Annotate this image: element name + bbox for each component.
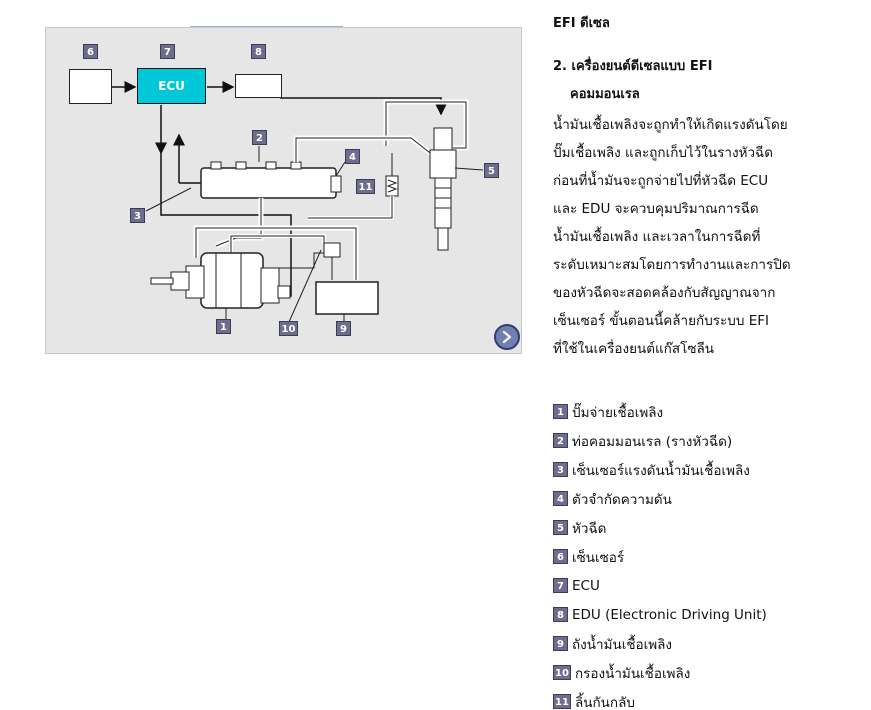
legend-item: 6 เซ็นเซอร์ [553,542,767,571]
legend-number: 6 [553,549,568,564]
chevron-right-icon [502,330,512,344]
legend-label: ถังน้ำมันเชื้อเพลิง [572,636,672,653]
legend-label: กรองน้ำมันเชื้อเพลิง [575,665,691,682]
legend-item: 5 หัวฉีด [553,513,767,542]
paragraph-line: ระดับเหมาะสมโดยการทำงานและการปิด [553,257,791,273]
paragraph-line: เซ็นเซอร์ ขั้นตอนนี้คล้ายกับระบบ EFI [553,313,769,329]
legend-number: 8 [553,607,568,622]
legend-label: หัวฉีด [572,520,607,537]
edu-box [235,74,282,98]
diagram-badge-4: 4 [345,149,360,164]
paragraph-line: น้ำมันเชื้อเพลิงจะถูกทำให้เกิดแรงดันโดย [553,117,788,133]
legend-label: ปั๊มจ่ายเชื้อเพลิง [572,404,664,421]
legend-number: 10 [553,665,571,680]
next-button[interactable] [494,324,520,350]
paragraph-line: น้ำมันเชื้อเพลิง และเวลาในการฉีดที่ [553,229,761,245]
diagram-badge-6: 6 [83,44,98,59]
legend-number: 5 [553,520,568,535]
legend-number: 9 [553,636,568,651]
paragraph-line: ของหัวฉีดจะสอดคล้องกับสัญญาณจาก [553,285,776,301]
legend-label: เซ็นเซอร์แรงดันน้ำมันเชื้อเพลิง [572,462,750,479]
diagram-badge-7: 7 [160,44,175,59]
legend-label: ECU [572,577,600,594]
common-rail-diagram: ECU 6 7 8 2 4 11 5 3 1 10 9 [45,27,522,354]
sensor-box [69,69,112,104]
legend-item: 7 ECU [553,571,767,600]
description-paragraph: น้ำมันเชื้อเพลิงจะถูกทำให้เกิดแรงดันโดย … [553,111,843,363]
legend-item: 3 เซ็นเซอร์แรงดันน้ำมันเชื้อเพลิง [553,455,767,484]
legend-number: 4 [553,491,568,506]
legend-item: 10 กรองน้ำมันเชื้อเพลิง [553,658,767,687]
section-title-line2: คอมมอนเรล [570,87,640,102]
legend-number: 7 [553,578,568,593]
legend-number: 11 [553,694,571,709]
diagram-badge-3: 3 [130,208,145,223]
legend-label: ลิ้นกันกลับ [575,694,635,710]
legend-number: 1 [553,404,568,419]
legend-item: 2 ท่อคอมมอนเรล (รางหัวฉีด) [553,426,767,455]
paragraph-line: และ EDU จะควบคุมปริมาณการฉีด [553,201,759,217]
diagram-badge-2: 2 [252,130,267,145]
top-divider [190,26,343,27]
paragraph-line: ที่ใช้ในเครื่องยนต์แก๊สโซลีน [553,341,715,357]
component-legend: 1 ปั๊มจ่ายเชื้อเพลิง 2 ท่อคอมมอนเรล (รางหั… [553,397,767,710]
diagram-badge-5: 5 [484,163,499,178]
legend-number: 2 [553,433,568,448]
paragraph-line: ก่อนที่น้ำมันจะถูกจ่ายไปที่หัวฉีด ECU [553,173,769,189]
diagram-badge-1: 1 [216,319,231,334]
legend-label: เซ็นเซอร์ [572,549,625,566]
legend-label: ท่อคอมมอนเรล (รางหัวฉีด) [572,433,733,450]
page-heading: EFI ดีเซล [553,16,610,31]
legend-number: 3 [553,462,568,477]
legend-item: 8 EDU (Electronic Driving Unit) [553,600,767,629]
section-title-line1: 2. เครื่องยนต์ดีเซลแบบ EFI [553,59,713,74]
ecu-box: ECU [137,68,206,104]
legend-item: 4 ตัวจำกัดความดัน [553,484,767,513]
diagram-lines [112,81,484,323]
diagram-badge-11: 11 [356,179,375,194]
legend-item: 9 ถังน้ำมันเชื้อเพลิง [553,629,767,658]
diagram-badge-9: 9 [336,321,351,336]
diagram-badge-8: 8 [251,44,266,59]
section-title: 2. เครื่องยนต์ดีเซลแบบ EFI คอมมอนเรล [553,53,853,109]
paragraph-line: ปั๊มเชื้อเพลิง และถูกเก็บไว้ในรางหัวฉีด [553,145,774,161]
legend-item: 1 ปั๊มจ่ายเชื้อเพลิง [553,397,767,426]
legend-item: 11 ลิ้นกันกลับ [553,687,767,710]
legend-label: ตัวจำกัดความดัน [572,491,672,508]
diagram-badge-10: 10 [279,321,298,336]
legend-label: EDU (Electronic Driving Unit) [572,606,767,623]
